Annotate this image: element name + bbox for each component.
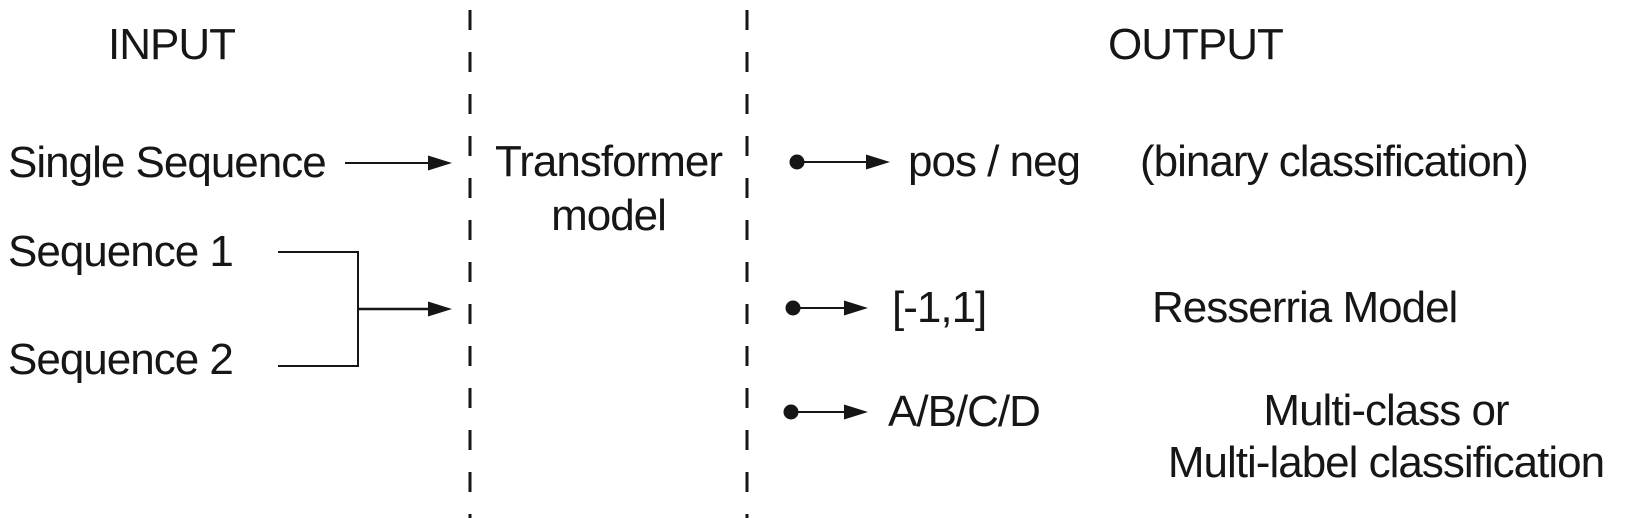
output-value-range: [-1,1]: [892, 283, 987, 332]
input-sequence-1-label: Sequence 1: [8, 227, 234, 276]
transformer-model-label: Transformer model: [470, 135, 747, 243]
output-desc-multiclass-line1: Multi-class or: [1263, 386, 1509, 435]
single-sequence-arrow-icon: [345, 155, 452, 171]
transformer-model-line1: Transformer: [495, 137, 723, 186]
output-desc-binary-classification: (binary classification): [1140, 137, 1529, 186]
transformer-model-line2: model: [551, 191, 667, 240]
output-desc-resserria-model: Resserria Model: [1152, 283, 1458, 332]
output-bullet-arrow-1-icon: [789, 154, 890, 170]
input-sequence-2-label: Sequence 2: [8, 335, 234, 384]
input-single-sequence-label: Single Sequence: [8, 138, 327, 187]
sequence-merge-bracket: [278, 251, 359, 367]
sequence-merge-arrow-icon: [358, 301, 452, 317]
output-header: OUTPUT: [1108, 20, 1284, 69]
output-bullet-arrow-2-icon: [785, 300, 868, 316]
output-value-pos-neg: pos / neg: [908, 137, 1081, 186]
input-header: INPUT: [108, 20, 236, 69]
output-desc-multiclass-line2: Multi-label classification: [1167, 438, 1605, 487]
output-bullet-arrow-3-icon: [783, 404, 868, 420]
output-desc-multiclass: Multi-class or Multi-label classificatio…: [1136, 385, 1632, 489]
output-value-abcd: A/B/C/D: [888, 387, 1041, 436]
